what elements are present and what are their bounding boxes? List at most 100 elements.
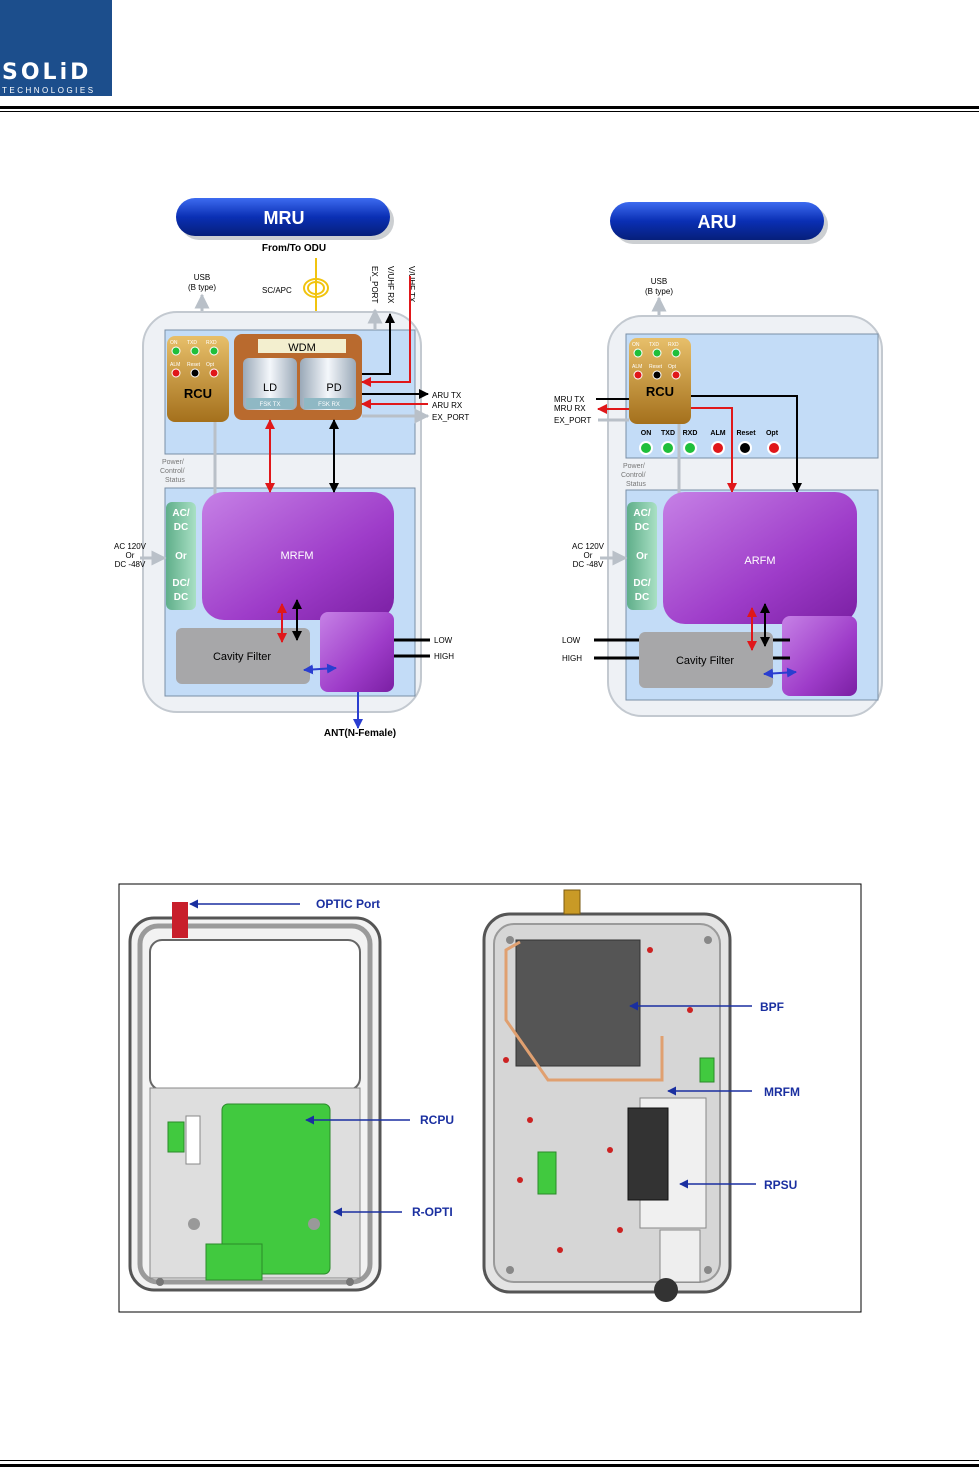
aru-control: Control/ <box>621 472 646 479</box>
mru-vuhf-rx: V/UHF RX <box>386 266 395 304</box>
aru-low: LOW <box>562 636 581 645</box>
aru-rcu-label: RCU <box>646 384 674 399</box>
mru-fsk-rx: FSK RX <box>318 402 340 408</box>
aru-rfm-block <box>663 492 857 624</box>
header-rule-thin <box>0 111 979 112</box>
aru-led-label: RXD <box>683 430 698 437</box>
mru-low: LOW <box>434 636 453 645</box>
aru-cavity-filter <box>639 632 773 688</box>
unit-photos: OPTIC Port RCPU R-OPTI BPF MRFM RPSU <box>118 883 862 1313</box>
aru-mru-tx: MRU TX <box>554 395 585 404</box>
aru-led-label: ALM <box>710 430 725 437</box>
mru-fsk-tx: FSK TX <box>260 402 281 408</box>
aru-ac-input: Or <box>584 551 593 560</box>
mru-rfm-label: MRFM <box>281 550 314 562</box>
aru-status: Status <box>626 481 646 488</box>
aru-high: HIGH <box>562 654 582 663</box>
mrfm-label: MRFM <box>764 1085 800 1099</box>
aru-rcu-led-label: Opt <box>668 364 677 370</box>
aru-acdc-text: AC/ <box>633 508 650 519</box>
mru-rcu-led-label: ALM <box>170 362 180 368</box>
logo-text: SOLiD <box>2 60 92 85</box>
mru-acdc-text: DC <box>174 522 188 533</box>
rcpu-label: RCPU <box>420 1113 454 1127</box>
optic-port <box>172 902 188 938</box>
mru-high: HIGH <box>434 652 454 661</box>
aru-rcu-led-label: Reset <box>649 364 663 370</box>
aru-rcu-led-label: ON <box>632 342 640 348</box>
footer-rule-thick <box>0 1464 979 1467</box>
footer-rule-thin <box>0 1460 979 1461</box>
mru-rcu-led-label: TXD <box>187 340 197 346</box>
mru-usb-type: (B type) <box>188 283 216 292</box>
mru-title-pill <box>176 198 390 236</box>
aru-ac-input: AC 120V <box>572 542 605 551</box>
mru-rcu-led-label: Opt <box>206 362 215 368</box>
mru-control: Control/ <box>160 468 185 475</box>
mru-ex-port: EX_PORT <box>432 413 469 422</box>
mru-title: MRU <box>264 208 305 228</box>
mru-ac-input: Or <box>126 551 135 560</box>
rf-connector <box>563 889 581 915</box>
mru-diagram: MRU From/To ODU SC/APC USB (B type) EX_P… <box>114 198 469 739</box>
mru-ex-port-top: EX_PORT <box>370 266 379 303</box>
aru-rfm-label: ARFM <box>744 555 775 567</box>
header-rule-thick <box>0 106 979 109</box>
aru-led-label: Reset <box>736 430 756 437</box>
mru-ld-label: LD <box>263 382 277 394</box>
mru-rcu-led-label: Reset <box>187 362 201 368</box>
aru-diagram: ARU USB (B type) ON TXD RXD ALM Reset Op… <box>554 202 883 717</box>
optic-port-label: OPTIC Port <box>316 897 380 911</box>
mru-from-to-odu: From/To ODU <box>262 243 326 254</box>
mru-vuhf-tx: V/UHF TX <box>407 266 416 303</box>
aru-power: Power/ <box>623 463 645 470</box>
mru-sc-apc: SC/APC <box>262 286 292 295</box>
mru-rcu-led-label: ON <box>170 340 178 346</box>
rcpu-board <box>221 1103 331 1275</box>
mru-rcu-block <box>167 336 229 422</box>
aru-rcu-led-label: TXD <box>649 342 659 348</box>
aru-title: ARU <box>698 212 737 232</box>
aru-led-label: Opt <box>766 430 779 437</box>
mru-power: Power/ <box>162 459 184 466</box>
mru-pd-block <box>300 358 356 410</box>
mru-rcu-label: RCU <box>184 386 212 401</box>
mru-wdm-label: WDM <box>288 342 316 354</box>
aru-ex-port: EX_PORT <box>554 416 591 425</box>
aru-usb: USB <box>651 277 667 286</box>
r-opti-label: R-OPTI <box>412 1205 453 1219</box>
aru-title-pill <box>610 202 824 240</box>
aru-mru-rx: MRU RX <box>554 404 586 413</box>
mru-ant: ANT(N-Female) <box>324 728 396 739</box>
aru-cavity-label: Cavity Filter <box>676 655 734 667</box>
aru-led-label: TXD <box>661 430 675 437</box>
aru-ac-input: DC -48V <box>573 560 604 569</box>
aru-rcu-led-label: ALM <box>632 364 642 370</box>
mru-ld-block <box>243 358 297 410</box>
mru-aru-tx: ARU TX <box>432 391 462 400</box>
mru-acdc-text: DC <box>174 592 188 603</box>
aru-acdc-text: DC <box>635 522 649 533</box>
mru-ac-input: AC 120V <box>114 542 147 551</box>
aru-acdc-block <box>627 502 657 610</box>
rpsu-label: RPSU <box>764 1178 797 1192</box>
mru-cavity-filter <box>176 628 310 684</box>
mru-acdc-text: DC/ <box>172 578 189 589</box>
aru-rcu-led-label: RXD <box>668 342 679 348</box>
mru-status: Status <box>165 477 185 484</box>
bpf-label: BPF <box>760 1000 784 1014</box>
logo-subtext: TECHNOLOGIES <box>2 86 96 95</box>
aru-acdc-text: Or <box>636 551 648 562</box>
mru-aru-rx: ARU RX <box>432 401 463 410</box>
mru-ac-input: DC -48V <box>115 560 146 569</box>
bpf-block <box>515 939 641 1067</box>
mru-usb: USB <box>194 273 210 282</box>
mru-cavity-label: Cavity Filter <box>213 651 271 663</box>
mru-acdc-text: Or <box>175 551 187 562</box>
aru-acdc-text: DC/ <box>633 578 650 589</box>
block-diagrams: MRU From/To ODU SC/APC USB (B type) EX_P… <box>114 198 883 739</box>
aru-acdc-text: DC <box>635 592 649 603</box>
mru-rfm-block <box>202 492 394 620</box>
solid-logo: SOLiD TECHNOLOGIES <box>0 0 112 96</box>
aru-usb-type: (B type) <box>645 287 673 296</box>
